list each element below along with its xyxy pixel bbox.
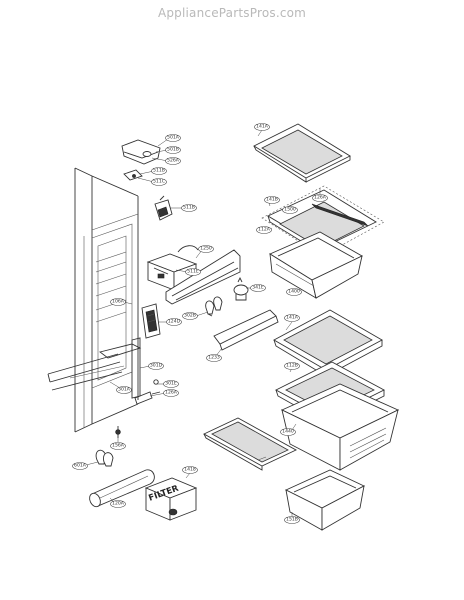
svg-text:511B: 511B (153, 168, 165, 174)
callout-labels: 501A 501B 526A 511B 511C 511B 1250 511E … (72, 123, 328, 524)
filter-box: FILTER (144, 477, 198, 521)
callout-301a: 301A (116, 386, 132, 394)
callout-126a-right: 126A (312, 194, 328, 202)
svg-text:511B: 511B (183, 205, 195, 211)
svg-text:124D: 124D (168, 319, 181, 325)
callout-141b: 141B (264, 196, 280, 204)
callout-141a-top: 141A (254, 123, 270, 131)
svg-text:501B: 501B (167, 147, 179, 153)
callout-126a-left: 126A (163, 389, 179, 397)
crisper-drawer-lower (280, 383, 400, 471)
svg-text:1400: 1400 (288, 289, 300, 295)
crisper-cover-group (261, 185, 385, 257)
callout-156a: 156A (110, 442, 126, 450)
callout-501a: 501A (165, 134, 181, 142)
callout-301d: 301D (148, 362, 164, 370)
callout-511e: 511E (185, 268, 201, 276)
bottom-pan (284, 469, 366, 531)
svg-text:126A: 126A (165, 390, 178, 396)
callout-120a: 120A (110, 500, 126, 508)
svg-text:301A: 301A (118, 387, 131, 393)
svg-text:156A: 156A (112, 443, 125, 449)
svg-text:601A: 601A (74, 463, 87, 469)
callout-1440: 1440 (280, 428, 296, 436)
svg-text:1500: 1500 (284, 207, 296, 213)
refrigerator-cabinet (47, 167, 153, 433)
svg-text:301D: 301D (150, 363, 163, 369)
callout-511b: 511B (151, 167, 167, 175)
callout-302b: 302B (182, 312, 198, 320)
svg-text:141A: 141A (256, 124, 269, 130)
svg-text:301E: 301E (165, 381, 177, 387)
svg-text:511C: 511C (153, 179, 165, 185)
callout-151b: 151B (284, 516, 300, 524)
svg-text:141A: 141A (286, 315, 299, 321)
svg-text:1250: 1250 (200, 246, 212, 252)
damper-assembly (154, 195, 173, 221)
lamp-socket (233, 276, 249, 301)
hinge-parts (115, 379, 161, 438)
callout-141a-middle: 141A (284, 314, 300, 322)
svg-text:141B: 141B (266, 197, 278, 203)
callout-511b-damper: 511B (181, 204, 197, 212)
callout-1500: 1500 (282, 206, 298, 214)
svg-text:106A: 106A (112, 299, 125, 305)
svg-text:151B: 151B (286, 517, 298, 523)
callout-341e: 341E (250, 284, 266, 292)
callout-106a: 106A (110, 298, 126, 306)
svg-text:120A: 120A (112, 501, 125, 507)
svg-text:1418: 1418 (184, 467, 196, 473)
svg-text:112B: 112B (286, 363, 298, 369)
svg-text:526A: 526A (167, 158, 180, 164)
glass-shelf-top (253, 123, 351, 183)
callout-501b: 501B (165, 146, 181, 154)
svg-text:511E: 511E (187, 269, 199, 275)
callout-112b: 112B (284, 362, 300, 370)
filter-cartridge (89, 469, 155, 508)
svg-text:1233: 1233 (208, 355, 220, 361)
svg-text:1440: 1440 (282, 429, 294, 435)
callout-1400: 1400 (286, 288, 302, 296)
callout-1250: 1250 (198, 245, 214, 253)
filter-housing (141, 303, 161, 339)
callout-511c: 511C (151, 178, 167, 186)
callout-124d: 124D (166, 318, 182, 326)
callout-601a: 601A (72, 462, 88, 470)
svg-text:341E: 341E (252, 285, 264, 291)
callout-526a: 526A (165, 157, 181, 165)
watermark: AppliancePartsPros.com (157, 6, 307, 20)
callout-112a: 112A (256, 226, 272, 234)
crisper-drawer-upper (269, 231, 363, 299)
bottom-bulbs (95, 449, 114, 467)
callout-1418: 1418 (182, 466, 198, 474)
lamp-cover (213, 309, 279, 351)
tray-glass (203, 417, 297, 471)
callout-301e: 301E (163, 380, 179, 388)
callout-1233: 1233 (206, 354, 222, 362)
bulb-pair (205, 296, 223, 317)
lamp-housing-assembly (121, 139, 161, 181)
svg-text:112A: 112A (258, 227, 271, 233)
svg-text:126A: 126A (314, 195, 327, 201)
evaporator-cover (165, 249, 241, 305)
svg-text:501A: 501A (167, 135, 180, 141)
svg-text:302B: 302B (184, 313, 196, 319)
